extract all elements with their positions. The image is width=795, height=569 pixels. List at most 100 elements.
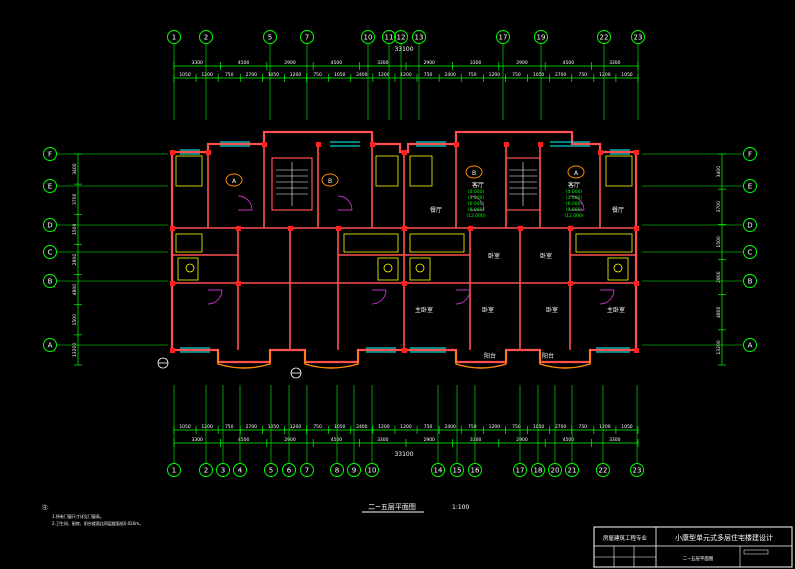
unit-a-elevation: (3.000) xyxy=(566,195,583,201)
bottom-axis-4-label: 4 xyxy=(238,467,243,475)
left-axis-A: A xyxy=(43,338,57,352)
bottom-axis-6: 6 xyxy=(282,463,296,477)
right-axis-D: D xyxy=(743,218,757,232)
top-axis-1-label: 1 xyxy=(172,34,176,42)
bottom-axis-3-bubble xyxy=(216,463,230,477)
top-dim-row1-value: 3300 xyxy=(377,60,389,66)
bottom-axis-8-bubble xyxy=(330,463,344,477)
left-dim-value: 1500 xyxy=(72,223,78,235)
top-axis-7: 7 xyxy=(300,30,314,44)
interior-walls xyxy=(172,144,636,350)
unit-b-elevation: (6.000) xyxy=(468,201,485,207)
bottom-axis-7: 7 xyxy=(300,463,314,477)
left-axis-C: C xyxy=(43,245,57,259)
total-width-bottom: 33100 xyxy=(394,451,413,458)
top-axis-13: 13 xyxy=(412,30,426,44)
title-block: 房屋建筑工程专业 小康型单元式多层住宅楼建设计 二~五层平面图 xyxy=(593,526,793,568)
balconies xyxy=(217,350,591,369)
bottom-axis-15-bubble xyxy=(450,463,464,477)
unit-b-label-left: B xyxy=(328,178,332,185)
right-dim-value: 2800 xyxy=(716,271,722,283)
bottom-axis-20-label: 20 xyxy=(551,467,560,475)
unit-b-elevation: (0.000) xyxy=(468,189,485,195)
stair-right xyxy=(505,157,541,211)
north-wall-right xyxy=(404,130,636,154)
top-axis-12: 12 xyxy=(394,30,408,44)
top-dim-row2-value: 750 xyxy=(313,72,322,78)
bottom-axis-5-bubble xyxy=(264,463,278,477)
bottom-axis-8: 8 xyxy=(330,463,344,477)
top-dim-row2-value: 2700 xyxy=(555,72,567,78)
top-axis-19-bubble xyxy=(534,30,548,44)
bottom-axis-5-label: 5 xyxy=(269,467,273,475)
top-axis-11-label: 11 xyxy=(385,34,394,42)
unit-a-marker-2 xyxy=(567,165,585,179)
balcony-label-2: 阳台 xyxy=(542,352,554,360)
right-axis-A-bubble xyxy=(743,338,757,352)
top-dim-row2-value: 2700 xyxy=(246,72,258,78)
bottom-dim-row1-value: 750 xyxy=(424,424,433,430)
bottom-axis-22-label: 22 xyxy=(599,467,608,475)
bottom-dim-row2-value: 3300 xyxy=(609,437,621,443)
bottom-axis-16-bubble xyxy=(468,463,482,477)
top-axis-17-bubble xyxy=(496,30,510,44)
top-dim-row1-value: 3300 xyxy=(609,60,621,66)
unit-a-elevation: (12.000) xyxy=(564,213,584,219)
bottom-axis-14-label: 14 xyxy=(434,467,443,475)
bottom-dim-row1-value: 1050 xyxy=(621,424,633,430)
top-axis-23-label: 23 xyxy=(634,34,643,42)
top-dim-row2-value: 750 xyxy=(468,72,477,78)
bottom-dim-row1-value: 2400 xyxy=(356,424,368,430)
right-dim-value: 1500 xyxy=(716,236,722,248)
top-dim-row1-value: 3300 xyxy=(470,60,482,66)
top-axis-10-label: 10 xyxy=(364,34,373,42)
drawing-title: 二~五层平面图 xyxy=(368,503,416,511)
top-dim-row2-value: 1200 xyxy=(290,72,302,78)
unit-b-elevation: (3.000) xyxy=(468,195,485,201)
notes-heading: 注: xyxy=(42,504,49,511)
top-axis-12-bubble xyxy=(394,30,408,44)
bottom-axis-17-label: 17 xyxy=(516,467,525,475)
right-axis-E-bubble xyxy=(743,179,757,193)
top-axis-5-bubble xyxy=(263,30,277,44)
left-axis-B-bubble xyxy=(43,274,57,288)
left-axis-B: B xyxy=(43,274,57,288)
top-dim-row2-value: 1050 xyxy=(621,72,633,78)
bottom-dim-row1-value: 750 xyxy=(225,424,234,430)
bottom-dim-row1-value: 1200 xyxy=(599,424,611,430)
right-dim-value: 3700 xyxy=(716,201,722,213)
top-axis-2: 2 xyxy=(199,30,213,44)
bottom-axis-1-bubble xyxy=(167,463,181,477)
left-axis-A-label: A xyxy=(48,342,53,350)
master-bedroom-label-2: 主卧室 xyxy=(607,306,625,314)
bottom-axis-18: 18 xyxy=(531,463,545,477)
top-axis-22: 22 xyxy=(597,30,611,44)
top-axis-23-bubble xyxy=(631,30,645,44)
top-axis-19: 19 xyxy=(534,30,548,44)
bedroom-label-2: 卧室 xyxy=(540,252,552,260)
left-axis-C-label: C xyxy=(48,249,53,257)
top-dim-row1-value: 3300 xyxy=(191,60,203,66)
bottom-axis-16: 16 xyxy=(468,463,482,477)
bedroom-label-1: 卧室 xyxy=(488,252,500,260)
top-axis-12-label: 12 xyxy=(397,34,406,42)
unit-a-marker-1 xyxy=(225,173,243,187)
left-axis-C-bubble xyxy=(43,245,57,259)
top-axis-13-bubble xyxy=(412,30,426,44)
top-dim-row2-value: 1200 xyxy=(599,72,611,78)
unit-b-elevation: (9.000) xyxy=(468,207,485,213)
master-bedroom-label-1: 主卧室 xyxy=(415,306,433,314)
bottom-dim-row1-value: 1050 xyxy=(334,424,346,430)
left-axis-E-label: E xyxy=(48,183,52,191)
top-axis-23: 23 xyxy=(631,30,645,44)
bottom-axis-21: 21 xyxy=(565,463,579,477)
unit-b-elevation: (12.000) xyxy=(466,213,486,219)
right-axis-E: E xyxy=(743,179,757,193)
left-axis-D-label: D xyxy=(47,222,52,230)
top-axis-17-label: 17 xyxy=(499,34,508,42)
building-outline xyxy=(157,130,639,379)
